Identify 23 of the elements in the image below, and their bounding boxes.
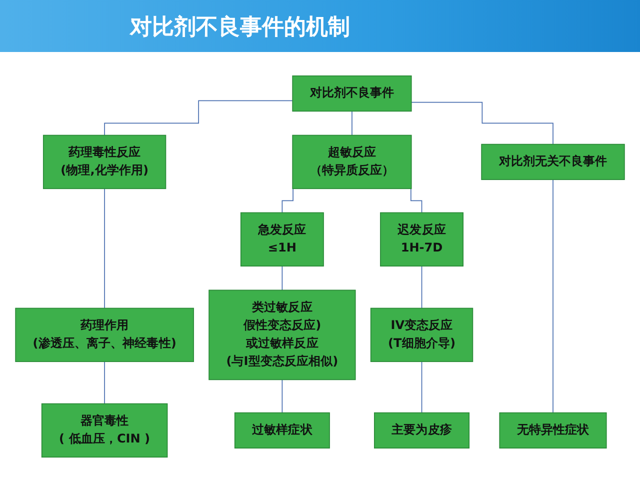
connector: [410, 101, 554, 144]
node-box: 药理作用 (渗透压、离子、神经毒性): [15, 307, 194, 362]
connector: [104, 100, 294, 136]
node-box: 迟发反应 1H-7D: [380, 212, 464, 266]
connector: [282, 378, 283, 413]
connector: [104, 188, 105, 308]
node-box: 对比剂不良事件: [292, 74, 412, 112]
connector: [552, 178, 554, 413]
node-box: 过敏样症状: [234, 412, 330, 448]
node-box: IV变态反应 (T细胞介导): [370, 307, 474, 362]
connector: [421, 360, 422, 413]
node-box: 器官毒性 ( 低血压，CIN ): [41, 402, 168, 458]
node-box: 无特异性症状: [499, 412, 607, 448]
node-box: 类过敏反应 假性变态反应) 或过敏样反应 (与I型变态反应相似): [208, 289, 356, 380]
node-box: 对比剂无关不良事件: [481, 143, 625, 180]
node-box: 急发反应 ≤1H: [240, 212, 324, 266]
node-box: 主要为皮疹: [374, 412, 470, 448]
node-box: 超敏反应 （特异质反应）: [292, 134, 412, 189]
connector: [104, 360, 105, 404]
slide-title: 对比剂不良事件的机制: [130, 13, 350, 42]
connector: [421, 265, 422, 308]
node-box: 药理毒性反应 (物理,化学作用): [42, 134, 166, 189]
connector: [282, 265, 283, 290]
